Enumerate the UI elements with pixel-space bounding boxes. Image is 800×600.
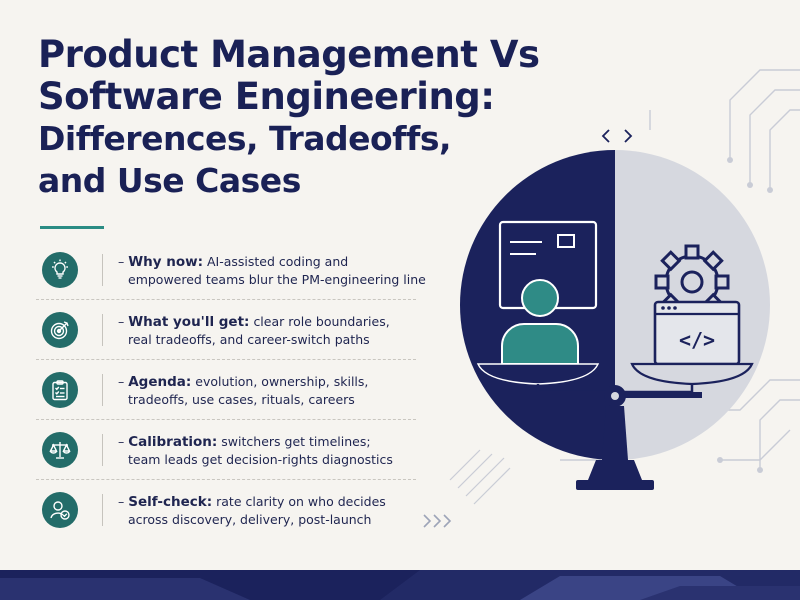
item-separator: [102, 314, 103, 346]
balance-scale-icon: [42, 432, 78, 468]
item-rest: rate clarity on who decides: [216, 494, 386, 509]
item-line2: tradeoffs, use cases, rituals, careers: [128, 392, 355, 407]
item-text: – Self-check: rate clarity on who decide…: [118, 494, 386, 527]
item-text: – What you'll get: clear role boundaries…: [118, 314, 390, 347]
title-line-2: Software Engineering:: [38, 75, 495, 118]
item-line2: empowered teams blur the PM-engineering …: [128, 272, 426, 287]
profile-window-icon: [498, 220, 598, 365]
item-lead: Calibration:: [128, 434, 218, 450]
item-text: – Calibration: switchers get timelines; …: [118, 434, 393, 467]
item-text: – Why now: AI-assisted coding and empowe…: [118, 254, 426, 287]
item-lead: Agenda:: [128, 374, 192, 390]
item-separator: [102, 374, 103, 406]
bottom-banner-decoration: [0, 570, 800, 600]
title-line-3: Differences, Tradeoffs,: [38, 119, 452, 158]
user-check-icon: [42, 492, 78, 528]
target-icon: [42, 312, 78, 348]
item-separator: [102, 254, 103, 286]
clipboard-checklist-icon: [42, 372, 78, 408]
balance-scale: [476, 362, 754, 490]
item-rest: clear role boundaries,: [253, 314, 390, 329]
item-rest: AI-assisted coding and: [206, 254, 349, 269]
balance-illustration: </>: [460, 150, 770, 490]
item-rest: evolution, ownership, skills,: [195, 374, 369, 389]
item-lead: Why now:: [128, 254, 203, 270]
item-rest: switchers get timelines;: [221, 434, 371, 449]
topic-list: – Why now: AI-assisted coding and empowe…: [36, 240, 426, 540]
item-line2: team leads get decision-rights diagnosti…: [128, 452, 393, 467]
title-line-1: Product Management Vs: [38, 33, 540, 76]
item-lead: Self-check:: [128, 494, 213, 510]
list-item-what-youll-get: – What you'll get: clear role boundaries…: [36, 300, 416, 360]
list-item-agenda: – Agenda: evolution, ownership, skills, …: [36, 360, 416, 420]
item-separator: [102, 494, 103, 526]
list-item-self-check: – Self-check: rate clarity on who decide…: [36, 480, 416, 540]
list-item-calibration: – Calibration: switchers get timelines; …: [36, 420, 416, 480]
code-glyph: </>: [679, 328, 715, 352]
item-line2: across discovery, delivery, post-launch: [128, 512, 372, 527]
page-title: Product Management Vs Software Engineeri…: [38, 34, 578, 202]
gear-code-window-icon: </>: [653, 244, 741, 366]
title-underline: [40, 226, 104, 229]
list-item-why-now: – Why now: AI-assisted coding and empowe…: [36, 240, 426, 300]
lightbulb-icon: [42, 252, 78, 288]
item-line2: real tradeoffs, and career-switch paths: [128, 332, 370, 347]
item-text: – Agenda: evolution, ownership, skills, …: [118, 374, 369, 407]
title-line-4: and Use Cases: [38, 161, 301, 200]
item-lead: What you'll get:: [128, 314, 250, 330]
item-separator: [102, 434, 103, 466]
